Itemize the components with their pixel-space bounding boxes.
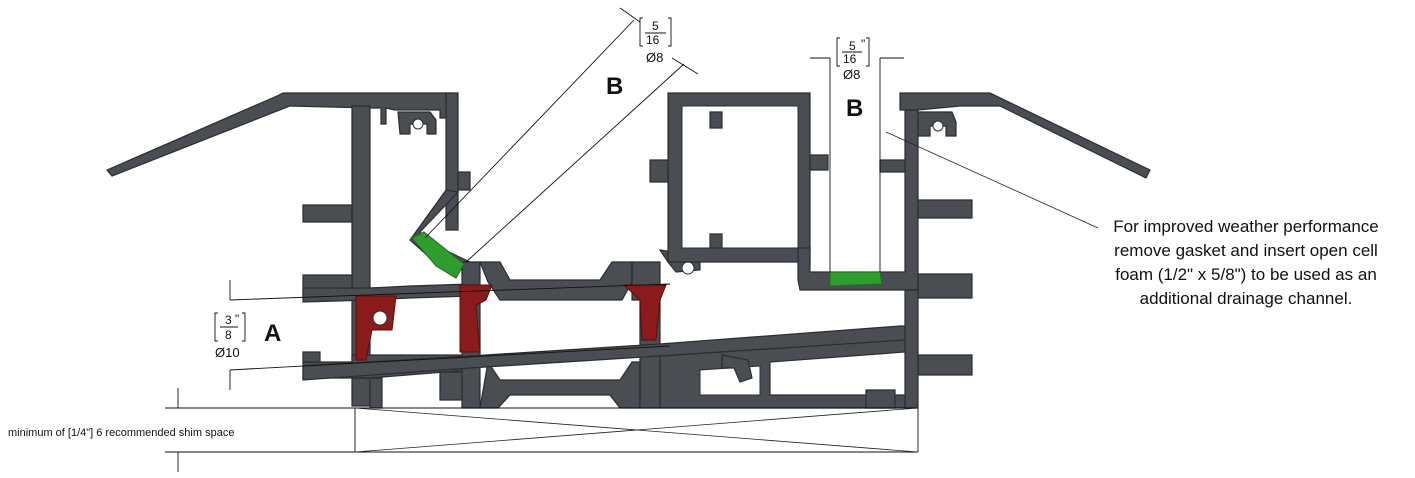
note-line-1: For improved weather performance	[1113, 217, 1379, 236]
note-line-4: additional drainage channel.	[1140, 289, 1353, 308]
dim-a-metric: Ø10	[215, 345, 240, 360]
right-profile	[649, 92, 1151, 409]
gaskets	[355, 231, 883, 361]
label-b-right: B	[846, 95, 863, 122]
dim-b-left-denominator: 16	[646, 33, 660, 47]
dim-b-left-metric: Ø8	[646, 50, 663, 65]
dim-a-numerator: 3	[225, 313, 232, 327]
dim-a-unit: "	[235, 312, 239, 326]
dimension-lines	[165, 7, 1099, 472]
shim-space-note: minimum of [1/4"] 6 recommended shim spa…	[8, 427, 234, 439]
note-line-3: foam (1/2" x 5/8") to be used as an	[1115, 265, 1377, 284]
gasket-red-center-left	[459, 284, 493, 353]
dim-b-right-unit: "	[861, 37, 865, 51]
dim-b-right-numerator: 5	[849, 39, 856, 53]
dimension-a: 3 " 8 Ø10	[214, 312, 246, 360]
label-a: A	[264, 320, 281, 347]
dimension-b-right: 5 " 16 Ø8	[836, 37, 870, 82]
gasket-red-a	[355, 295, 397, 361]
dim-a-denominator: 8	[225, 328, 232, 342]
gasket-red-center-right	[622, 284, 667, 341]
weather-performance-note: For improved weather performance remove …	[1113, 217, 1379, 308]
dim-b-right-denominator: 16	[843, 52, 857, 66]
dim-b-right-metric: Ø8	[843, 67, 860, 82]
gasket-green-right	[829, 271, 883, 287]
note-line-2: remove gasket and insert open cell	[1114, 241, 1378, 260]
label-b-left: B	[606, 73, 623, 100]
dim-b-left-numerator: 5	[652, 19, 659, 33]
dimension-b-left: 5 16 Ø8	[639, 17, 672, 65]
gasket-green-left	[411, 231, 465, 279]
